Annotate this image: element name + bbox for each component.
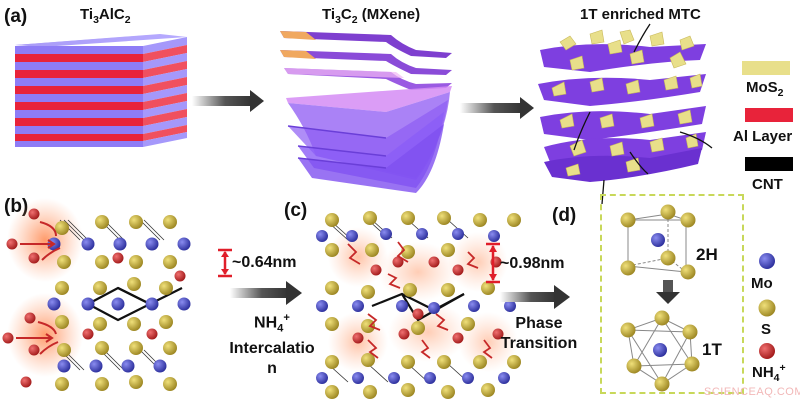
legend-label-cnt: CNT: [752, 176, 783, 193]
interlayer-distance-marker-c: [486, 242, 500, 284]
panel-d-label: (d): [552, 205, 577, 226]
ti3alc2-title: Ti3AlC2: [80, 6, 131, 26]
legend-label-nh4: NH4+: [752, 362, 786, 384]
legend-label-s: S: [761, 321, 772, 338]
ti3alc2-layered-block: [15, 34, 187, 147]
panel-c-label: (c): [284, 200, 308, 221]
crystal-structures: [620, 204, 700, 392]
interlayer-distance-marker-b: [218, 248, 232, 278]
legend-label-mo: Mo: [751, 275, 773, 292]
phase-transition-label: Phase Transition: [500, 315, 578, 352]
phase-label-2h: 2H: [696, 245, 718, 264]
mxene-title: Ti3C2 (MXene): [322, 6, 421, 26]
legend-swatch-mos2: [742, 61, 790, 75]
phase-transition-arrow: [500, 285, 570, 309]
mxene-sheets: [280, 31, 452, 193]
mtc-composite: [538, 23, 713, 205]
legend-nh4-atom-icon: [759, 343, 775, 359]
crystal-structure-box: [600, 194, 744, 394]
legend-s-atom-icon: [758, 299, 776, 317]
interlayer-distance-c: ~0.98nm: [500, 255, 565, 272]
process-arrow-1: [192, 90, 264, 112]
phase-label-1t: 1T: [702, 340, 722, 359]
panel-a-label: (a): [4, 6, 28, 27]
legend-label-al-layer: Al Layer: [733, 128, 793, 145]
mos2-lattice-c-intercalated: [316, 211, 521, 399]
interlayer-distance-b: ~0.64nm: [232, 254, 297, 271]
legend-mo-atom-icon: [759, 253, 775, 269]
intercalation-arrow: [230, 281, 302, 305]
mtc-title: 1T enriched MTC: [580, 6, 701, 23]
watermark: SCIENCEAQ.COM: [704, 386, 800, 398]
legend-label-mos2: MoS2: [746, 79, 784, 99]
legend-swatch-al-layer: [745, 108, 793, 122]
legend-swatch-cnt: [745, 157, 793, 171]
mos2-lattice-b: [2, 198, 191, 391]
intercalation-label: NH4+ Intercalatio n: [229, 312, 315, 377]
process-arrow-2: [460, 97, 534, 119]
